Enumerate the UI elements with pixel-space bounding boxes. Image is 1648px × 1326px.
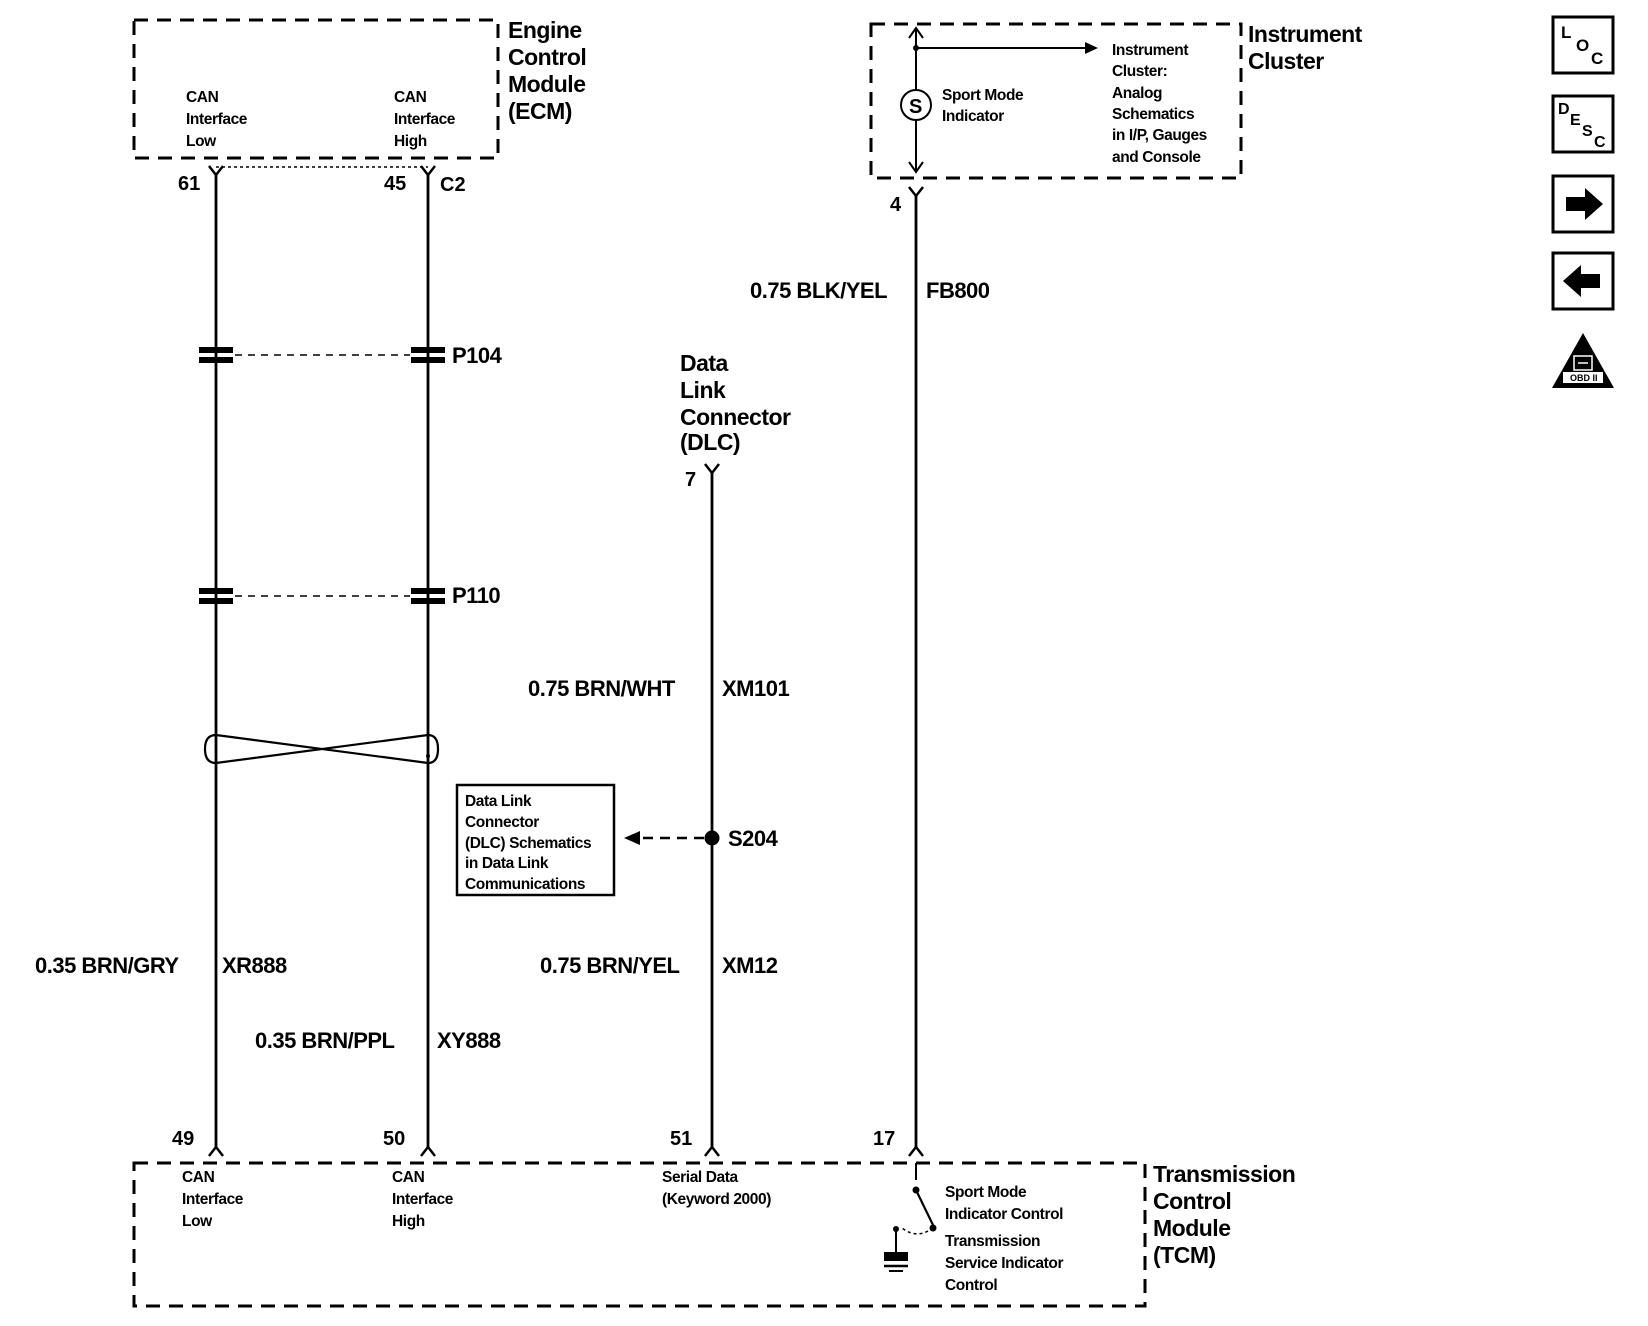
ground-icon	[884, 1252, 908, 1272]
dlc-lower-circuit-label: XM12	[722, 953, 778, 978]
dlc-title: Data Link Connector (DLC)	[680, 350, 796, 455]
inline-connector-p104: P104	[199, 343, 503, 368]
tcm-pin-49: 49	[172, 1128, 194, 1150]
ecm-pin-45: 45 C2	[384, 165, 466, 196]
instrument-cluster-module: Instrument Cluster S Sport Mode Indicato…	[869, 21, 1368, 180]
can-low-wire-label: 0.35 BRN/GRY	[35, 953, 179, 978]
svg-text:S204: S204	[728, 826, 779, 851]
tcm-module: Transmission Control Module (TCM) CAN In…	[132, 1161, 1301, 1308]
service-indicator-control-label: Transmission Service Indicator Control	[945, 1233, 1067, 1294]
instrument-cluster-title: Instrument Cluster	[1248, 21, 1368, 74]
sport-mode-lamp-icon: S	[909, 96, 922, 118]
svg-text:C: C	[1591, 49, 1603, 68]
svg-text:4: 4	[890, 194, 902, 216]
tcm-pin-17: 17	[873, 1128, 895, 1150]
dlc-reference-box[interactable]: Data Link Connector (DLC) Schematics in …	[455, 783, 616, 897]
inline-connector-p110: P110	[199, 583, 501, 608]
desc-icon[interactable]: D E S C	[1551, 94, 1615, 154]
splice-s204: S204	[624, 826, 779, 851]
svg-text:P104: P104	[452, 343, 503, 368]
tcm-can-low-label: CAN Interface Low	[182, 1169, 247, 1230]
can-high-circuit-label: XY888	[437, 1028, 501, 1053]
svg-text:OBD II: OBD II	[1570, 373, 1598, 383]
svg-text:E: E	[1570, 112, 1581, 129]
cluster-pin-4: 4	[890, 186, 924, 216]
svg-text:O: O	[1576, 36, 1589, 55]
svg-text:Data Link Connector: Data Link Connector (DLC) Schematics in …	[465, 793, 595, 893]
dlc-upper-wire-label: 0.75 BRN/WHT	[528, 676, 676, 701]
dlc-lower-wire-label: 0.75 BRN/YEL	[540, 953, 680, 978]
svg-text:D: D	[1558, 101, 1570, 118]
tcm-pin-51: 51	[670, 1128, 692, 1150]
sport-mode-control-label: Sport Mode Indicator Control	[945, 1184, 1063, 1223]
tcm-can-high-label: CAN Interface High	[392, 1169, 457, 1230]
cluster-circuit-label: FB800	[926, 278, 990, 303]
ecm-can-high-label: CAN Interface High	[394, 89, 459, 150]
loc-icon[interactable]: L O C	[1551, 15, 1615, 75]
svg-text:61: 61	[178, 173, 200, 195]
tcm-serial-data-label: Serial Data (Keyword 2000)	[662, 1169, 771, 1208]
svg-text:S: S	[1582, 123, 1593, 140]
tcm-title: Transmission Control Module (TCM)	[1153, 1161, 1301, 1268]
instrument-cluster-ref[interactable]: Instrument Cluster: Analog Schematics in…	[1112, 42, 1211, 166]
svg-text:L: L	[1561, 23, 1571, 42]
ecm-module: Engine Control Module (ECM) CAN Interfac…	[132, 17, 592, 168]
twisted-pair-symbol	[203, 733, 440, 765]
next-arrow-icon[interactable]	[1551, 174, 1615, 234]
ecm-can-low-label: CAN Interface Low	[186, 89, 251, 150]
svg-text:45: 45	[384, 173, 406, 195]
prev-arrow-icon[interactable]	[1551, 251, 1615, 311]
ecm-connector-label: C2	[440, 174, 466, 196]
dlc-pin-7: 7	[685, 469, 696, 491]
can-high-wire-label: 0.35 BRN/PPL	[255, 1028, 395, 1053]
dlc-upper-circuit-label: XM101	[722, 676, 789, 701]
cluster-wire-label: 0.75 BLK/YEL	[750, 278, 887, 303]
tcm-pin-50: 50	[383, 1128, 405, 1150]
obd-warning-icon[interactable]: OBD II	[1552, 333, 1614, 388]
svg-text:C: C	[1594, 134, 1606, 151]
tcm-pins: 49 50 51 17	[172, 1128, 924, 1157]
can-low-circuit-label: XR888	[222, 953, 287, 978]
sport-mode-indicator-label: Sport Mode Indicator	[942, 87, 1027, 125]
dlc-connector: Data Link Connector (DLC) 7	[680, 350, 796, 491]
svg-text:P110: P110	[452, 583, 500, 608]
sport-mode-switch-icon	[893, 1163, 937, 1254]
ecm-title: Engine Control Module (ECM)	[508, 17, 592, 124]
